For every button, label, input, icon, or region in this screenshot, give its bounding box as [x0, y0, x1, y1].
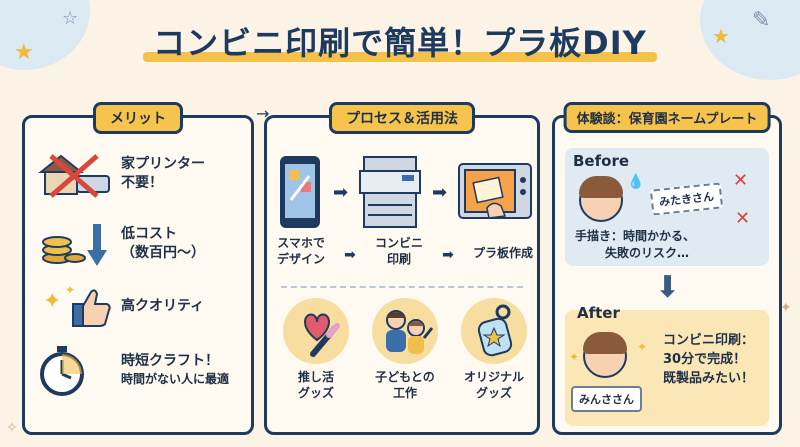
process-step: コンビニ 印刷	[375, 236, 423, 267]
star-icon: ★	[712, 24, 730, 48]
sad-face-icon	[579, 176, 623, 222]
sparkle-icon: ✦	[637, 340, 648, 354]
process-panel: プロセス＆活用法 ➡ ➡	[264, 102, 540, 435]
pencil-icon: ✎	[752, 8, 771, 33]
arrow-right-icon: ➡	[442, 247, 454, 263]
use-case-label: オリジナル グッズ	[455, 370, 533, 401]
merit-line: 高クオリティ	[121, 297, 205, 314]
process-labels: スマホで デザイン ➡ コンビニ 印刷 ➡ プラ板作成	[277, 236, 533, 267]
cross-icon: ✕	[733, 170, 749, 191]
arrow-down-icon: ⬇	[655, 270, 681, 305]
svg-text:✦: ✦	[43, 289, 61, 314]
sparkle-icon: ✦	[569, 350, 580, 364]
process-panel-label: プロセス＆活用法	[329, 102, 475, 134]
before-line: 失敗のリスク…	[605, 246, 690, 261]
merit-line: 家プリンター	[121, 156, 205, 173]
before-line: 手描き：時間かかる、	[575, 229, 696, 243]
coins-arrow-icon	[37, 218, 115, 270]
merit-item-quality: ✦ ✦ 高クオリティ	[37, 280, 204, 332]
story-panel-label: 体験談：保育園ネームプレート	[563, 102, 771, 133]
after-line: 30分で完成！	[663, 351, 747, 367]
process-step: プラ板作成	[473, 246, 533, 267]
before-box: Before 💧 みたきさん ✕ ✕ 手描き：時間かかる、 失敗のリスク…	[565, 148, 769, 266]
merit-line: 不要！	[121, 175, 163, 191]
merit-line: （数百円〜）	[121, 245, 205, 261]
merit-text: 高クオリティ	[121, 297, 204, 316]
before-text: 手描き：時間かかる、 失敗のリスク…	[575, 228, 695, 263]
parent-child-icon	[372, 298, 438, 364]
stopwatch-icon	[37, 344, 115, 396]
before-name-tag: みたきさん	[649, 182, 724, 216]
after-label: After	[577, 304, 620, 322]
process-step-line: 印刷	[386, 251, 411, 266]
merit-line: 時短クラフト！	[121, 353, 219, 370]
merit-text: 低コスト （数百円〜）	[121, 225, 205, 263]
toaster-oven-icon	[458, 163, 532, 219]
sparkle-icon: ✦	[780, 300, 792, 316]
merit-line: 低コスト	[121, 226, 177, 243]
sparkle-icon: ✧	[6, 420, 18, 436]
heart-penlight-icon	[283, 298, 349, 364]
merit-item-printer: 家プリンター 不要！	[37, 148, 205, 200]
process-steps: ➡ ➡ スマホで デザイン	[277, 152, 533, 267]
use-case-label: 子どもとの 工作	[366, 370, 444, 401]
story-panel: 体験談：保育園ネームプレート Before 💧 みたきさん ✕ ✕ 手描き：時間…	[552, 102, 782, 435]
cross-icon: ✕	[735, 208, 751, 229]
merit-text: 時短クラフト！ 時間がない人に最適	[121, 352, 229, 387]
merit-text: 家プリンター 不要！	[121, 155, 205, 193]
process-step-line: スマホで	[277, 236, 325, 250]
after-box: After みんささん ✦ ✦ コンビニ印刷： 30分で完成！ 既製品みたい！	[565, 304, 769, 426]
page-title: コンビニ印刷で簡単！プラ板DIY	[143, 18, 657, 64]
smartphone-icon	[280, 156, 320, 228]
merit-item-time: 時短クラフト！ 時間がない人に最適	[37, 344, 229, 396]
merit-panel-label: メリット	[93, 102, 183, 134]
process-step: スマホで デザイン	[277, 236, 325, 267]
arrow-right-icon: ➡	[332, 181, 349, 203]
use-case-original: オリジナル グッズ	[455, 298, 533, 401]
title-wrap: コンビニ印刷で簡単！プラ板DIY	[0, 18, 800, 64]
star-icon: ☆	[62, 8, 79, 29]
star-icon: ★	[14, 40, 34, 65]
after-name-tag: みんささん	[571, 386, 642, 412]
arrow-right-icon: ➡	[344, 247, 356, 263]
use-case-kids: 子どもとの 工作	[366, 298, 444, 401]
use-cases: 推し活 グッズ 子どもとの 工作	[277, 298, 533, 401]
use-case-line: グッズ	[297, 385, 334, 400]
thumbs-up-icon: ✦ ✦	[37, 280, 115, 332]
use-case-oshi: 推し活 グッズ	[277, 298, 355, 401]
merit-panel: メリット 家プリンター 不要！	[22, 102, 254, 435]
arrow-right-icon: ➡	[431, 181, 448, 203]
use-case-line: 推し活	[297, 370, 334, 384]
copier-icon	[359, 156, 421, 228]
process-step-line: デザイン	[277, 251, 326, 266]
keychain-icon	[461, 298, 527, 364]
merit-line: 時間がない人に最適	[121, 372, 230, 387]
use-case-line: 子どもとの	[375, 370, 435, 384]
use-case-label: 推し活 グッズ	[277, 370, 355, 401]
svg-text:✦: ✦	[65, 283, 75, 297]
merit-item-cost: 低コスト （数百円〜）	[37, 218, 205, 270]
use-case-line: グッズ	[475, 385, 512, 400]
after-line: コンビニ印刷：	[663, 333, 755, 348]
happy-face-icon	[583, 332, 627, 378]
process-step-line: プラ板作成	[472, 246, 533, 260]
after-text: コンビニ印刷： 30分で完成！ 既製品みたい！	[663, 332, 754, 389]
process-step-line: コンビニ	[374, 236, 423, 250]
before-label: Before	[573, 152, 630, 170]
process-icons: ➡ ➡	[277, 152, 533, 232]
sweat-drop-icon: 💧	[627, 174, 645, 190]
use-case-line: オリジナル	[463, 370, 524, 384]
divider	[281, 286, 523, 288]
after-line: 既製品みたい！	[663, 370, 755, 386]
use-case-line: 工作	[392, 385, 417, 400]
house-printer-icon	[37, 148, 115, 200]
